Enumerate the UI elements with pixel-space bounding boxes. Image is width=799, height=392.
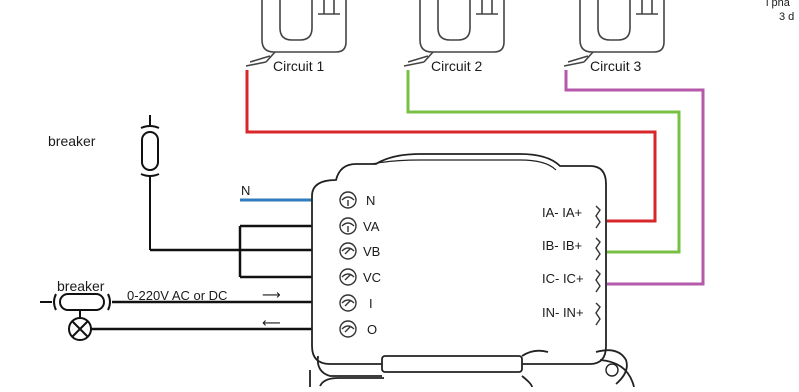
corner-text-line-2: 3 d [779, 11, 794, 23]
phase-feed-wires [150, 224, 312, 279]
terminal-o-label: O [367, 322, 377, 337]
breaker-top-symbol [140, 115, 160, 250]
ct-clamp-1 [245, 0, 347, 67]
arrow-in-icon: ⟵ [262, 315, 281, 330]
circuit-2-label: Circuit 2 [431, 58, 483, 74]
breaker-top-label: breaker [48, 133, 96, 149]
terminal-clip-icon [595, 269, 601, 293]
ct-clamp-2 [403, 0, 505, 67]
terminal-n-label: N [366, 193, 375, 208]
corner-text-line-1: l pha [766, 0, 791, 9]
screw-icon [339, 294, 357, 312]
circuit-1-label: Circuit 1 [273, 58, 325, 74]
circuit-2-wire [406, 70, 681, 254]
screw-icon [339, 268, 357, 286]
screw-icon [339, 191, 357, 209]
terminal-clip-icon [595, 237, 601, 261]
terminal-clip-icon [595, 205, 601, 229]
circuit-3-wire [564, 70, 705, 286]
screw-icon [339, 242, 357, 260]
right-terminal-clips [595, 205, 601, 326]
arrow-out-icon: ⟶ [262, 287, 281, 302]
terminal-vb-label: VB [363, 244, 380, 259]
terminal-ia-label: IA- IA+ [542, 205, 582, 220]
ct-clamp-3 [563, 0, 665, 67]
lamp-symbol [68, 310, 92, 341]
terminal-ib-label: IB- IB+ [542, 238, 582, 253]
screw-icon [339, 217, 357, 235]
terminal-i-label: I [369, 296, 373, 311]
left-terminal-screws [339, 191, 357, 338]
circuit-3-label: Circuit 3 [590, 58, 642, 74]
breaker-bottom-label: breaker [57, 278, 105, 294]
terminal-clip-icon [595, 302, 601, 326]
supply-voltage-label: 0-220V AC or DC [127, 288, 227, 303]
breaker-bottom-symbol [40, 293, 111, 311]
meter-device [309, 153, 635, 388]
terminal-vc-label: VC [363, 270, 381, 285]
terminal-va-label: VA [363, 219, 380, 234]
circuit-1-wire [245, 70, 657, 223]
terminal-ic-label: IC- IC+ [542, 271, 584, 286]
neutral-label: N [241, 183, 250, 198]
terminal-in-label: IN- IN+ [542, 305, 584, 320]
screw-icon [339, 320, 357, 338]
